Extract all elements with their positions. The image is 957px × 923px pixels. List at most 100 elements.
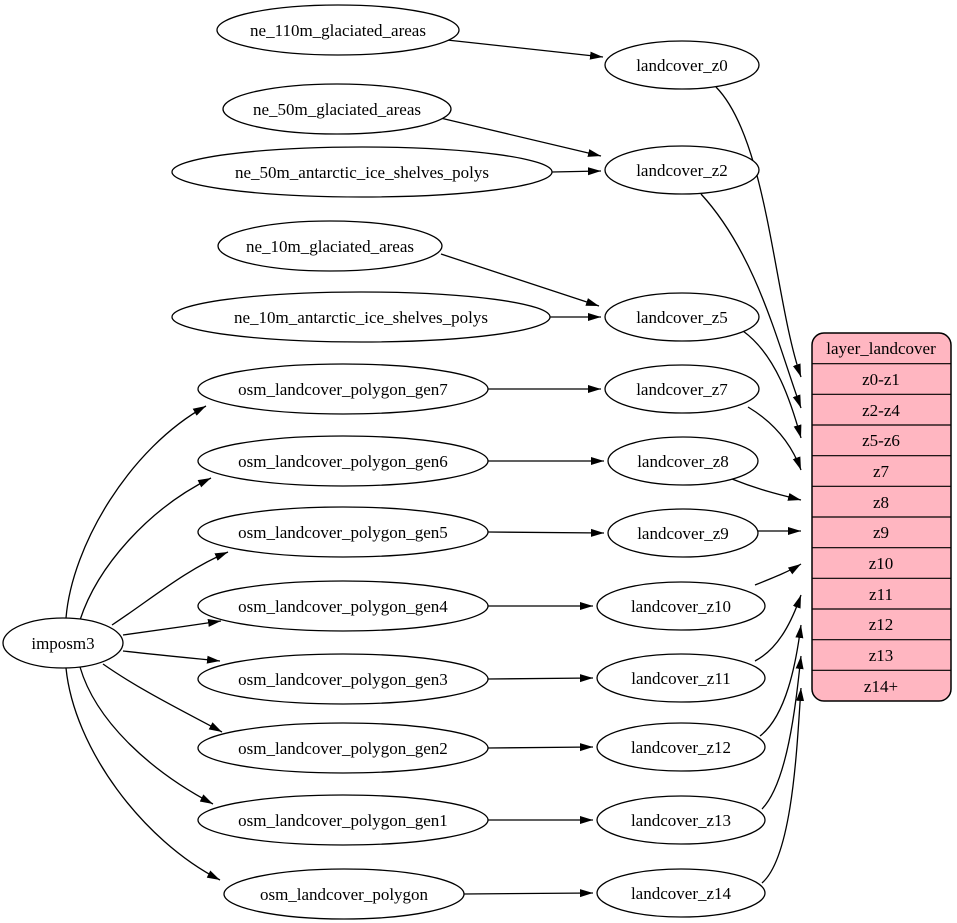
nodes-layer: imposm3 ne_110m_glaciated_areas ne_50m_g…	[2, 4, 766, 920]
node-ellipse	[604, 40, 760, 90]
node-ellipse	[604, 292, 760, 342]
node-label: osm_landcover_polygon	[260, 885, 429, 904]
node-ne_110m_glaciated_areas: ne_110m_glaciated_areas	[216, 4, 460, 56]
node-label: landcover_z5	[636, 308, 728, 327]
node-label: osm_landcover_polygon_gen3	[238, 670, 448, 689]
edge-landcover_z5-row-z5-z6	[742, 330, 802, 439]
node-ellipse	[222, 83, 452, 135]
node-label: osm_landcover_polygon_gen2	[238, 739, 448, 758]
table-cell-z13: z13	[869, 646, 894, 665]
table-cell-z7: z7	[873, 462, 890, 481]
table-cell-z5-z6: z5-z6	[862, 431, 900, 450]
node-osm_landcover_polygon_gen7: osm_landcover_polygon_gen7	[197, 363, 489, 415]
edge-landcover_z0-row-z0-z1	[715, 86, 802, 378]
node-label: ne_50m_antarctic_ice_shelves_polys	[235, 163, 489, 182]
node-ellipse	[604, 145, 760, 195]
node-ne_50m_glaciated_areas: ne_50m_glaciated_areas	[222, 83, 452, 135]
node-ellipse	[197, 794, 489, 846]
edge-landcover_z2-row-z2-z4	[700, 193, 802, 409]
table-cell-z9: z9	[873, 523, 889, 542]
node-ellipse	[607, 508, 759, 558]
node-label: imposm3	[31, 634, 94, 653]
node-ellipse	[596, 795, 766, 845]
node-landcover_z5: landcover_z5	[604, 292, 760, 342]
node-ne_50m_antarctic_ice_shelves_polys: ne_50m_antarctic_ice_shelves_polys	[171, 146, 553, 198]
node-landcover_z11: landcover_z11	[596, 653, 766, 703]
edge-ne_110m_glaciated_areas-landcover_z0	[446, 39, 604, 60]
node-label: osm_landcover_polygon_gen7	[238, 380, 448, 399]
node-ellipse	[2, 617, 124, 669]
node-label: landcover_z12	[631, 738, 731, 757]
edge-osm_landcover_polygon_gen2-landcover_z12	[487, 743, 594, 752]
node-label: landcover_z10	[631, 597, 731, 616]
edge-osm_landcover_polygon_gen3-landcover_z11	[487, 674, 594, 683]
node-label: landcover_z14	[631, 884, 732, 903]
edge-landcover_z12-row-z12	[759, 624, 804, 737]
node-landcover_z10: landcover_z10	[596, 581, 766, 631]
edge-imposm3-osm_landcover_polygon_gen1	[79, 666, 214, 805]
node-label: ne_10m_glaciated_areas	[246, 237, 414, 256]
node-imposm3: imposm3	[2, 617, 124, 669]
node-ellipse	[197, 580, 489, 632]
edge-imposm3-osm_landcover_polygon_gen6	[79, 477, 212, 621]
node-label: ne_10m_antarctic_ice_shelves_polys	[234, 308, 488, 327]
edge-osm_landcover_polygon_gen5-landcover_z9	[487, 528, 605, 537]
node-label: landcover_z2	[636, 161, 728, 180]
node-landcover_z8: landcover_z8	[607, 436, 759, 486]
node-label: landcover_z11	[631, 669, 730, 688]
node-label: osm_landcover_polygon_gen1	[238, 811, 448, 830]
edge-osm_landcover_polygon-landcover_z14	[463, 889, 594, 898]
node-ellipse	[607, 436, 759, 486]
table-cell-z10: z10	[869, 554, 894, 573]
node-osm_landcover_polygon: osm_landcover_polygon	[223, 868, 465, 920]
node-osm_landcover_polygon_gen4: osm_landcover_polygon_gen4	[197, 580, 489, 632]
table-cell-z0-z1: z0-z1	[862, 370, 900, 389]
node-ellipse	[216, 4, 460, 56]
node-label: landcover_z13	[631, 811, 731, 830]
node-label: ne_50m_glaciated_areas	[253, 100, 421, 119]
node-landcover_z12: landcover_z12	[596, 722, 766, 772]
node-label: osm_landcover_polygon_gen4	[238, 597, 448, 616]
node-osm_landcover_polygon_gen3: osm_landcover_polygon_gen3	[197, 653, 489, 705]
node-layer_landcover-table: layer_landcover z0-z1 z2-z4 z5-z6 z7 z8 …	[811, 332, 952, 702]
edge-landcover_z8-row-z8	[731, 478, 802, 501]
edges-layer	[65, 39, 805, 898]
node-ellipse	[596, 581, 766, 631]
edge-imposm3-osm_landcover_polygon_gen3	[122, 650, 221, 664]
node-ellipse	[223, 868, 465, 920]
node-label: osm_landcover_polygon_gen5	[238, 523, 448, 542]
node-osm_landcover_polygon_gen6: osm_landcover_polygon_gen6	[197, 435, 489, 487]
edge-landcover_z7-row-z7	[747, 406, 802, 471]
node-landcover_z0: landcover_z0	[604, 40, 760, 90]
node-osm_landcover_polygon_gen2: osm_landcover_polygon_gen2	[197, 722, 489, 774]
edge-ne_50m_antarctic_ice_shelves_polys-landcover_z2	[551, 167, 602, 176]
node-landcover_z14: landcover_z14	[596, 868, 766, 918]
node-landcover_z13: landcover_z13	[596, 795, 766, 845]
node-label: ne_110m_glaciated_areas	[250, 21, 426, 40]
edge-ne_10m_glaciated_areas-landcover_z5	[440, 253, 600, 307]
edge-landcover_z13-row-z13	[761, 655, 804, 810]
node-ellipse	[171, 291, 551, 343]
node-ellipse	[596, 722, 766, 772]
table-title: layer_landcover	[826, 339, 936, 358]
table-cell-z14plus: z14+	[864, 677, 898, 696]
table-cell-z11: z11	[869, 585, 893, 604]
node-label: landcover_z0	[636, 56, 728, 75]
node-ellipse	[171, 146, 553, 198]
node-label: landcover_z9	[637, 524, 729, 543]
edge-landcover_z11-row-z11	[754, 594, 802, 662]
edge-landcover_z14-row-z14	[761, 687, 805, 884]
node-osm_landcover_polygon_gen1: osm_landcover_polygon_gen1	[197, 794, 489, 846]
node-label: landcover_z7	[636, 380, 728, 399]
node-landcover_z9: landcover_z9	[607, 508, 759, 558]
node-ellipse	[197, 506, 489, 558]
node-landcover_z7: landcover_z7	[604, 364, 760, 414]
table-cell-z12: z12	[869, 615, 894, 634]
edge-imposm3-osm_landcover_polygon_gen7	[65, 405, 207, 619]
table-cell-z2-z4: z2-z4	[862, 401, 900, 420]
node-ellipse	[217, 220, 443, 272]
node-ellipse	[197, 363, 489, 415]
node-ellipse	[596, 868, 766, 918]
